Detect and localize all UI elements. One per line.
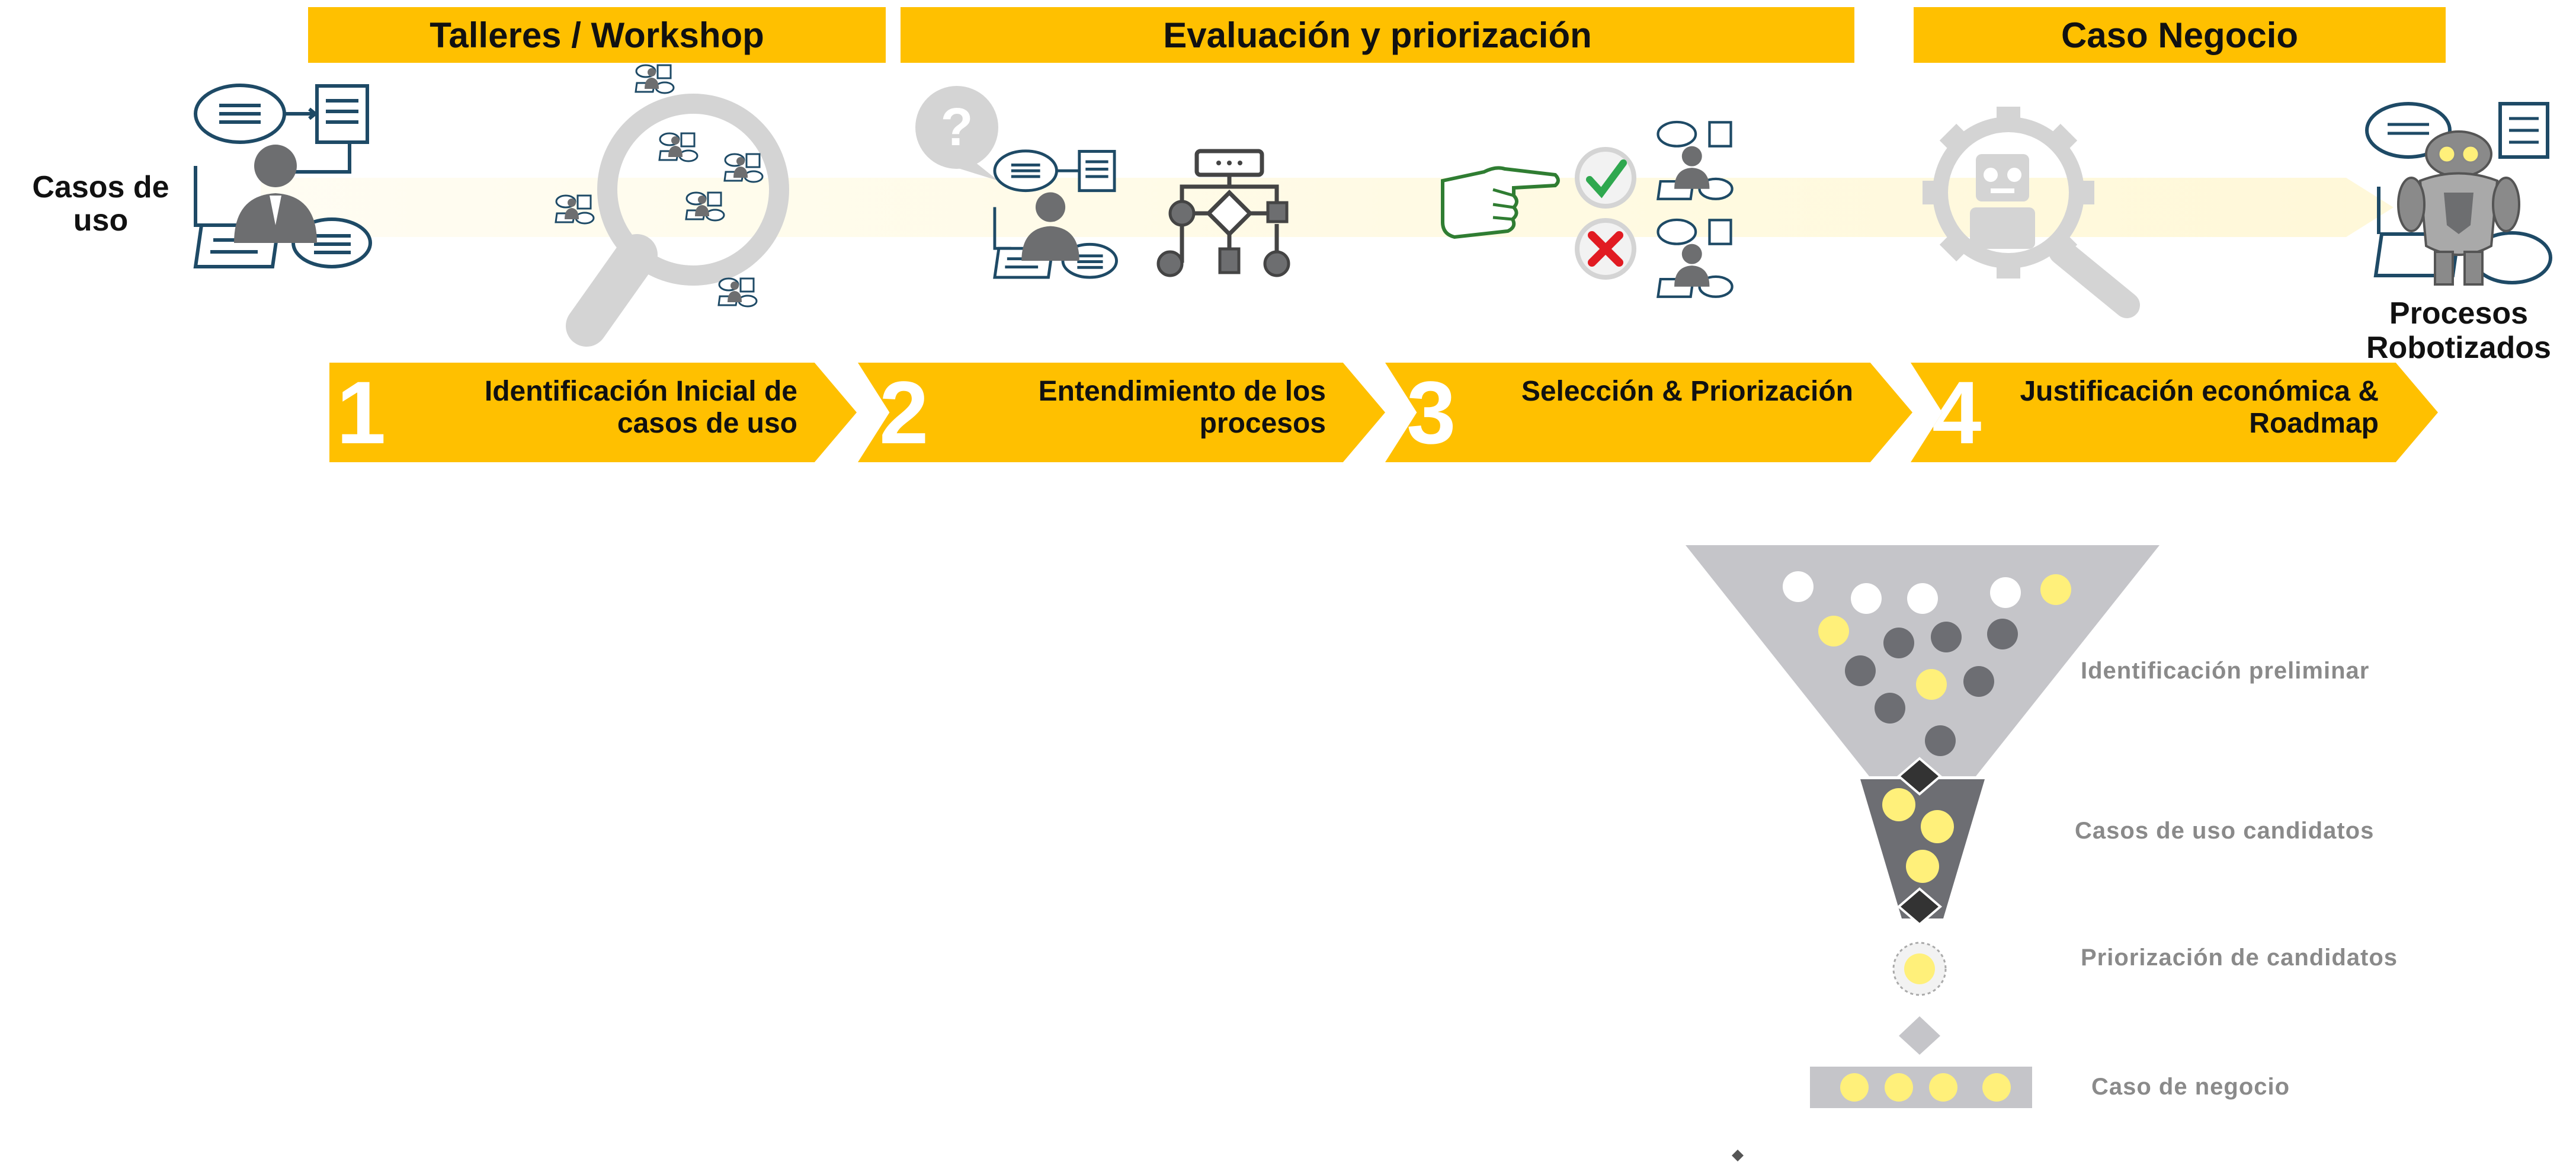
step-1-text: Identificación Inicial de casos de uso: [484, 376, 797, 439]
cross-icon: [1575, 218, 1636, 280]
step-2: 2 Entendimiento de los procesos: [858, 363, 1385, 462]
robot-icon: [2365, 102, 2552, 286]
pointing-hand-icon: [1441, 166, 1560, 239]
funnel-label-caso-negocio: Caso de negocio: [2091, 1074, 2290, 1100]
step-2-number: 2: [879, 363, 929, 462]
flowchart-icon: [1156, 149, 1290, 277]
phase-header-workshop: Talleres / Workshop: [308, 7, 886, 63]
funnel-diagram: [1686, 545, 2160, 1161]
funnel-label-candidatos: Casos de uso candidatos: [2075, 818, 2375, 844]
funnel-label-priorizacion: Priorización de candidatos: [2081, 945, 2398, 971]
step-2-text: Entendimiento de los procesos: [1038, 376, 1326, 439]
step-4-text: Justificación económica & Roadmap: [2020, 376, 2379, 439]
flow-arrow-head: [2346, 178, 2394, 237]
procesos-robotizados-label: Procesos Robotizados: [2366, 296, 2551, 365]
robot-gear-magnifier-icon: [1923, 107, 2140, 318]
funnel-top: [1686, 545, 2160, 776]
phase-header-caso-negocio: Caso Negocio: [1914, 7, 2446, 63]
phase-header-evaluacion: Evaluación y priorización: [901, 7, 1854, 63]
person-with-documents-icon-2: [993, 149, 1118, 279]
step-3-text: Selección & Priorización: [1521, 376, 1853, 407]
funnel-dots-neck: [1882, 788, 1954, 883]
step-4-number: 4: [1932, 363, 1982, 462]
step-1-number: 1: [337, 363, 386, 462]
person-with-documents-icon-3: [1657, 120, 1734, 200]
svg-text:?: ?: [941, 98, 973, 157]
step-1: 1 Identificación Inicial de casos de uso: [329, 363, 857, 462]
question-bubble-icon: ?: [915, 86, 998, 181]
magnifier-icon: [555, 64, 789, 347]
funnel-label-identificacion: Identificación preliminar: [2081, 658, 2370, 684]
step-4: 4 Justificación económica & Roadmap: [1911, 363, 2438, 462]
check-icon: [1575, 147, 1636, 209]
person-with-documents-icon-4: [1657, 218, 1734, 298]
step-3-number: 3: [1406, 363, 1456, 462]
funnel-dots-top: [1783, 571, 2071, 756]
person-with-documents-icon: [193, 84, 372, 268]
casos-de-uso-label: Casos de uso: [32, 170, 169, 238]
step-3: 3 Selección & Priorización: [1385, 363, 1912, 462]
